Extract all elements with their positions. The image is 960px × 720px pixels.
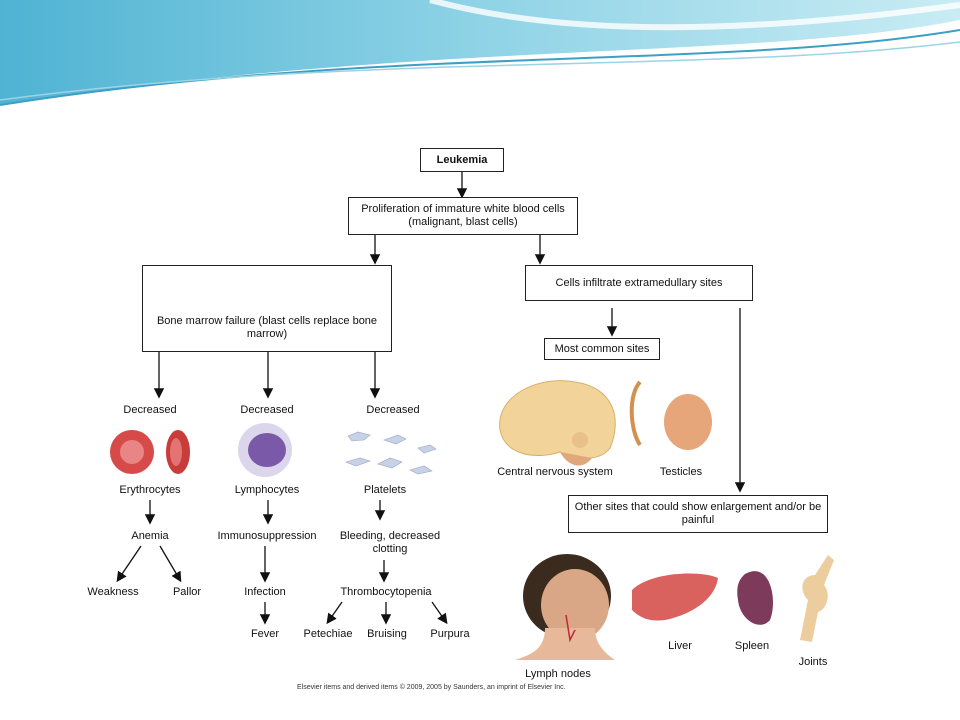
liver-label: Liver: [668, 640, 692, 652]
most-common-sites-box: Most common sites: [544, 338, 660, 360]
spleen-illustration: [737, 571, 773, 625]
other-sites-box: Other sites that could show enlargement …: [568, 495, 828, 533]
proliferation-box: Proliferation of immature white blood ce…: [348, 197, 578, 235]
spleen-label: Spleen: [734, 640, 770, 652]
lymphocyte-illustration: [238, 423, 292, 477]
liver-illustration: [632, 573, 718, 621]
leukemia-box: Leukemia: [420, 148, 504, 172]
platelets-illustration: [345, 431, 437, 475]
copyright-text: Elsevier items and derived items © 2009,…: [297, 684, 566, 691]
header-wave-decoration: [0, 0, 960, 106]
brain-illustration: [499, 380, 616, 466]
testicles-label: Testicles: [659, 466, 703, 478]
petechiae-label: Petechiae: [303, 628, 353, 640]
weakness-label: Weakness: [87, 586, 139, 598]
bone-marrow-failure-label: Bone marrow failure (blast cells replace…: [156, 315, 378, 340]
cns-label: Central nervous system: [497, 466, 613, 478]
testicle-illustration: [629, 380, 712, 450]
decreased-label-lymphocytes: Decreased: [240, 404, 294, 416]
erythrocyte-illustration: [110, 430, 190, 474]
fever-label: Fever: [250, 628, 280, 640]
decreased-label-erythrocytes: Decreased: [123, 404, 177, 416]
decreased-label-platelets: Decreased: [366, 404, 420, 416]
erythrocytes-label: Erythrocytes: [119, 484, 181, 496]
extramedullary-box: Cells infiltrate extramedullary sites: [525, 265, 753, 301]
lymphocytes-label: Lymphocytes: [234, 484, 300, 496]
lymph-nodes-label: Lymph nodes: [525, 668, 591, 680]
joint-illustration: [800, 555, 834, 642]
pallor-label: Pallor: [172, 586, 202, 598]
bleeding-label: Bleeding, decreased clotting: [339, 530, 441, 555]
thrombocytopenia-label: Thrombocytopenia: [340, 586, 432, 598]
infection-label: Infection: [244, 586, 286, 598]
lymph-nodes-illustration: [515, 554, 615, 660]
platelets-label: Platelets: [363, 484, 407, 496]
purpura-label: Purpura: [430, 628, 470, 640]
joints-label: Joints: [798, 656, 828, 668]
bone-marrow-failure-box: Bone marrow failure (blast cells replace…: [142, 265, 392, 352]
immunosuppression-label: Immunosuppression: [217, 530, 317, 542]
bruising-label: Bruising: [367, 628, 407, 640]
anemia-label: Anemia: [131, 530, 169, 542]
